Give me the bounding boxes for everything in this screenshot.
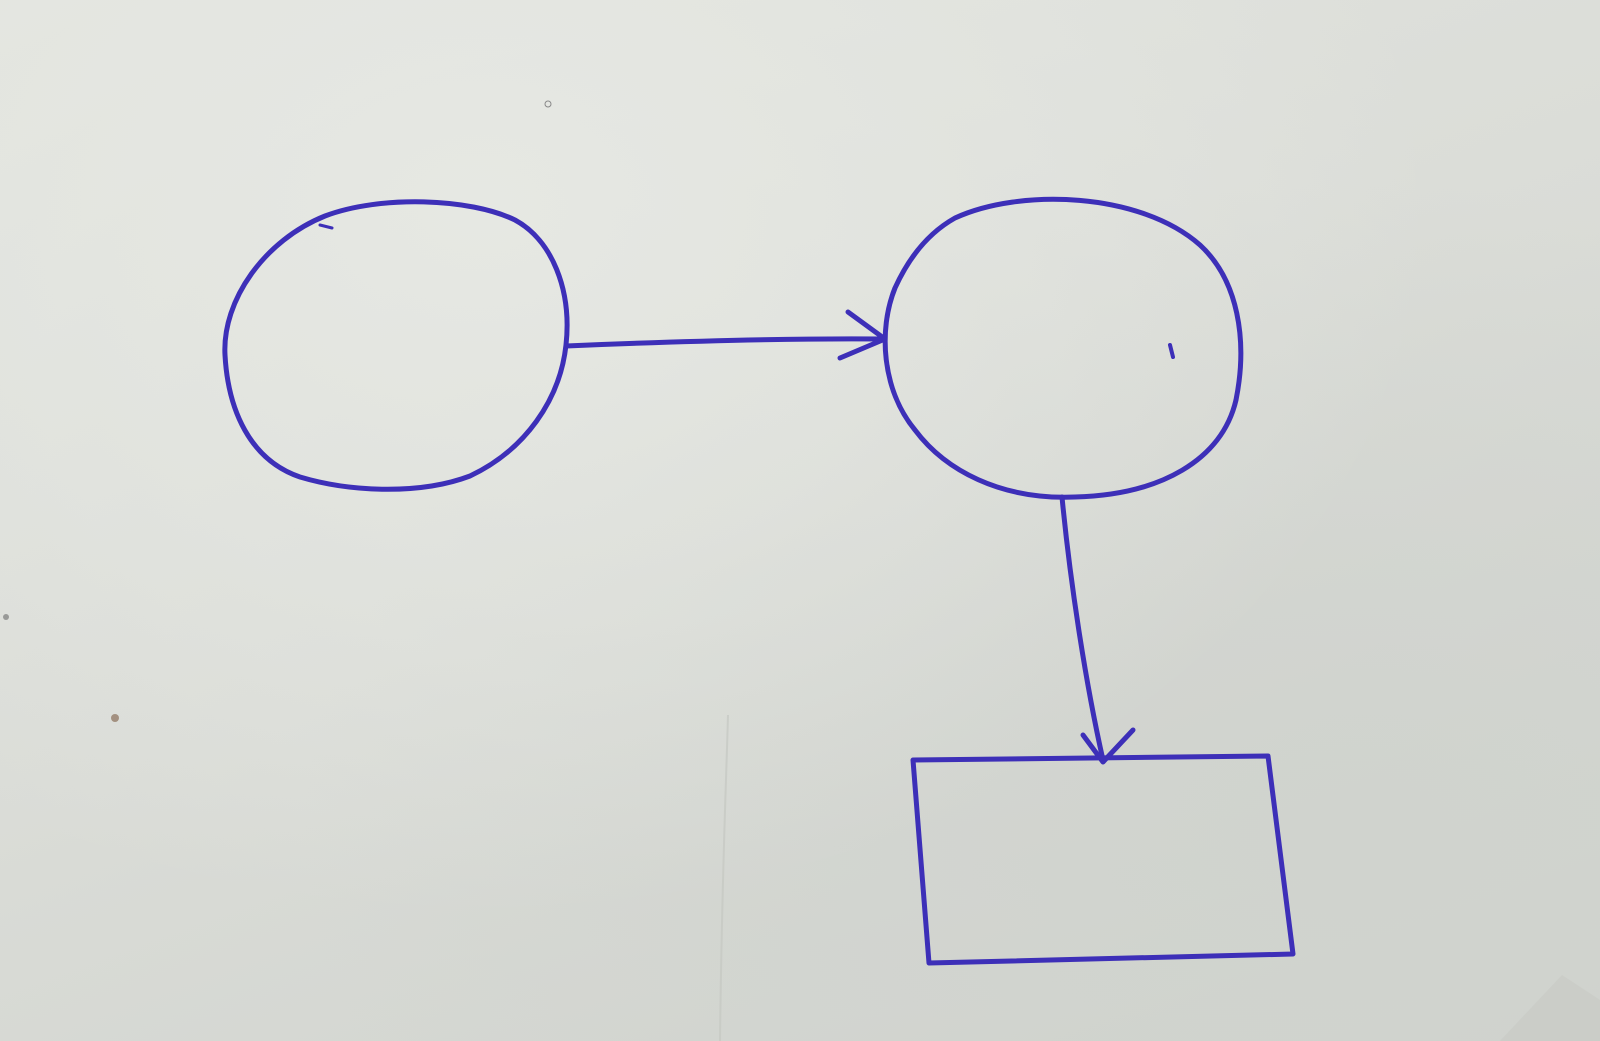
circle-node-left [222,199,570,492]
arrow-left-to-right [563,336,888,349]
paper-speck [111,714,119,722]
paper-corner [1500,975,1600,1041]
arrowhead-down [1080,727,1136,765]
rectangle-node [910,753,1296,966]
ink-mark [1168,343,1175,359]
paper-crease [719,714,729,1041]
ink-mark [318,223,334,230]
paper-speck [544,100,552,108]
circle-node-right [882,196,1244,500]
paper-speck [3,614,9,620]
arrow-circle-to-rectangle [1059,494,1106,763]
arrowhead-right [837,309,888,361]
